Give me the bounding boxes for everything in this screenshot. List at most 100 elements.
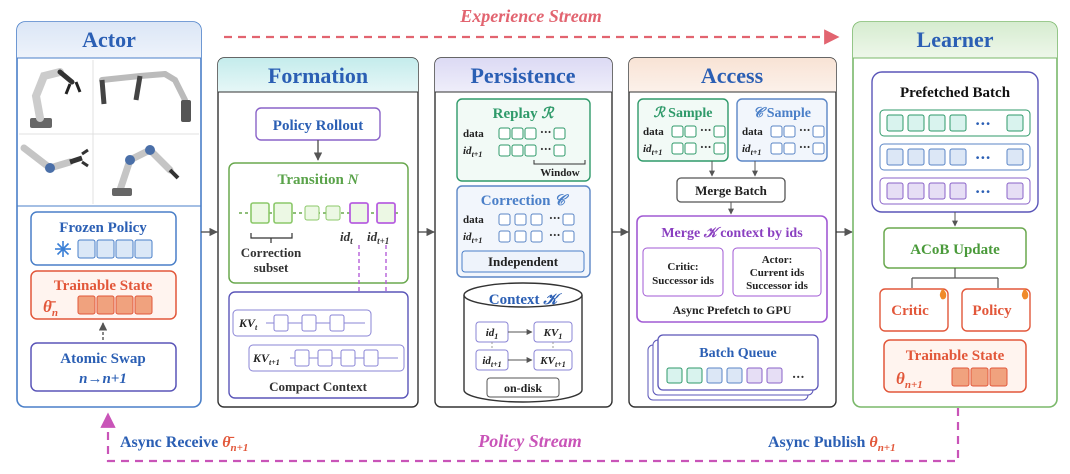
- c-sample-id-label: idt+1: [742, 143, 761, 157]
- cell: [524, 127, 537, 140]
- batch-cell: [928, 114, 946, 132]
- cell: [553, 127, 566, 140]
- actor-panel: Actor: [16, 21, 202, 408]
- context-id1-label: id1: [486, 327, 499, 341]
- flame-icon: [1021, 288, 1029, 300]
- cell: [553, 144, 566, 157]
- context-kvt1-label: KVt+1: [539, 355, 565, 369]
- queue-cell: [726, 367, 743, 384]
- context-idt1-label: idt+1: [482, 355, 501, 369]
- async-prefetch-label: Async Prefetch to GPU: [673, 303, 792, 317]
- learner-title: Learner: [917, 27, 994, 52]
- policy-stream-label: Policy Stream: [477, 431, 581, 451]
- cell: [812, 125, 825, 138]
- prefetched-batch-rows: ·········: [879, 109, 1031, 205]
- merge-batch-label: Merge Batch: [695, 183, 768, 198]
- c-sample-data-label: data: [742, 126, 763, 138]
- ellipsis-icon: ···: [549, 212, 561, 225]
- replay-cells: ··· ···: [498, 126, 566, 157]
- queue-cell: [706, 367, 723, 384]
- access-title: Access: [701, 63, 764, 88]
- cell: [530, 230, 543, 243]
- policy-stream: Policy Stream Async Receive θ̄n+1 Async …: [100, 408, 960, 463]
- batch-cell: [949, 114, 967, 132]
- kv-t1-cells: [294, 349, 379, 367]
- r-sample-id-row: ···: [671, 141, 726, 155]
- ellipsis-icon: ···: [700, 141, 712, 154]
- ellipsis-icon: ···: [540, 126, 552, 139]
- cell: [770, 125, 783, 138]
- trainable-state-params: [77, 295, 153, 315]
- replay-id-row: ···: [498, 143, 566, 157]
- ellipsis-icon: ···: [975, 149, 991, 167]
- independent-box: [461, 250, 585, 273]
- context-kvt1: [533, 349, 573, 371]
- queue-cell: [666, 367, 683, 384]
- batch-cell: [1006, 182, 1024, 200]
- replay-data-row: ···: [498, 126, 566, 140]
- ellipsis-icon: ···: [799, 141, 811, 154]
- correction-id-row: ···: [498, 229, 575, 243]
- batch-cell: [1006, 148, 1024, 166]
- frozen-policy-label: Frozen Policy: [59, 220, 147, 236]
- r-sample-id-label: idt+1: [643, 143, 662, 157]
- kv-t-label: KVt: [238, 316, 258, 332]
- kv-t-cells: [273, 314, 345, 332]
- ellipsis-icon: ···: [975, 115, 991, 133]
- cell: [498, 127, 511, 140]
- batch-cell: [928, 148, 946, 166]
- r-sample-label: ℛ Sample: [653, 105, 712, 121]
- queue-cell: [766, 367, 783, 384]
- cell: [671, 142, 684, 155]
- cell: [783, 142, 796, 155]
- correction-subset-line1: Correction: [241, 245, 302, 260]
- atomic-swap-formula: n→n+1: [79, 371, 127, 387]
- actor-title: Actor: [82, 27, 136, 52]
- batch-cell: [1006, 114, 1024, 132]
- policy-box: [961, 288, 1031, 332]
- batch-cell: [886, 148, 904, 166]
- flame-icon: [939, 288, 947, 300]
- batch-cell: [907, 182, 925, 200]
- cell: [524, 144, 537, 157]
- actor-current-ids: Current ids: [750, 267, 805, 279]
- cell: [498, 213, 511, 226]
- r-sample-data-label: data: [643, 126, 664, 138]
- on-disk-label: on-disk: [504, 381, 542, 395]
- r-sample-cells: ······: [671, 124, 726, 155]
- actor-ids-box: [732, 247, 822, 297]
- robot-arm-icon: [99, 71, 191, 122]
- robot-arm-icon: [20, 144, 89, 173]
- trainable-state-label: Trainable State: [54, 278, 153, 294]
- cell: [812, 142, 825, 155]
- cell: [562, 230, 575, 243]
- cell: [498, 144, 511, 157]
- atomic-swap-label: Atomic Swap: [60, 351, 145, 367]
- window-label: Window: [540, 167, 580, 179]
- snowflake-icon: [55, 241, 71, 257]
- correction-data-label: data: [463, 214, 484, 226]
- learner-state-params: [951, 367, 1008, 387]
- c-sample-label: 𝒞 Sample: [753, 106, 811, 121]
- replay-box: [456, 98, 591, 182]
- queue-cell: [686, 367, 703, 384]
- batch-cell: [886, 114, 904, 132]
- window-brace: [533, 160, 586, 165]
- on-disk-box: [486, 377, 560, 398]
- cell: [713, 142, 726, 155]
- prefetched-row: ···: [879, 109, 1031, 137]
- merge-context-label: Merge 𝒦 context by ids: [661, 226, 803, 241]
- formation-panel: Formation Policy Rollout Transition N Co…: [217, 57, 419, 408]
- access-panel: Access ℛ Sample data idt+1 ······ 𝒞 Samp…: [628, 57, 837, 408]
- batch-cell: [907, 148, 925, 166]
- context-label: Context 𝒦: [489, 292, 563, 308]
- ellipsis-icon: ···: [540, 143, 552, 156]
- policy-label: Policy: [972, 303, 1012, 319]
- learner-trainable-state-label: Trainable State: [906, 348, 1005, 364]
- cell: [671, 125, 684, 138]
- persistence-title: Persistence: [470, 63, 575, 88]
- cell: [498, 230, 511, 243]
- prefetched-row: ···: [879, 143, 1031, 171]
- cell: [770, 142, 783, 155]
